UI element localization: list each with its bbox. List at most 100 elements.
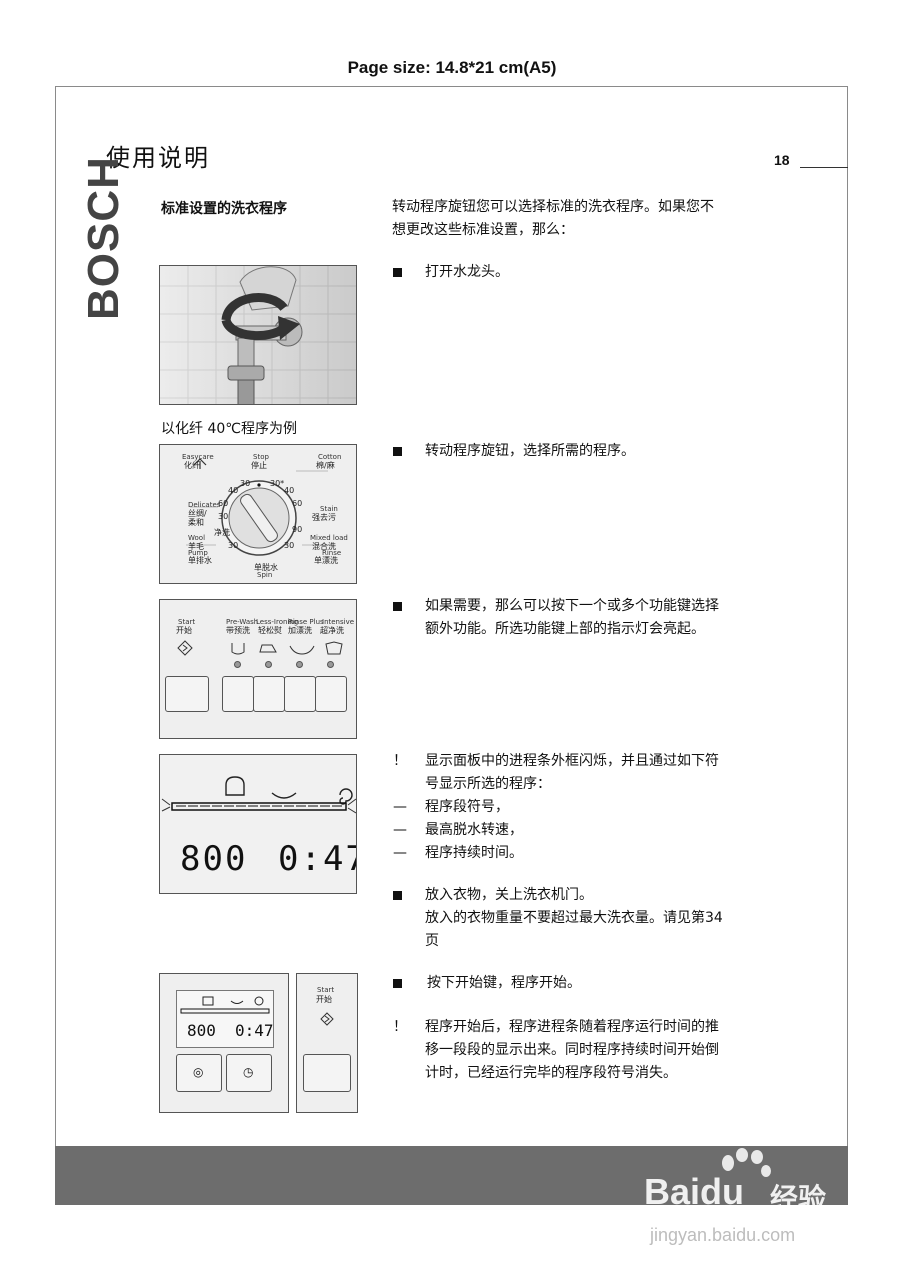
intensive-icon bbox=[325, 641, 343, 655]
dial-pump-en: Pump bbox=[188, 549, 208, 557]
rinse-plus-icon bbox=[289, 645, 315, 655]
dial-temp-30a: 30 bbox=[240, 479, 251, 488]
display-panel: 800 0:47 bbox=[159, 754, 357, 894]
baidu-watermark: Baidu 经验 jingyan.baidu.com bbox=[640, 1145, 850, 1255]
dial-drawing bbox=[186, 458, 332, 556]
tap-drawing bbox=[160, 266, 356, 404]
dial-delicates-en: Delicates bbox=[188, 501, 221, 509]
prewash-indicator bbox=[234, 661, 241, 668]
watermark-bai: Bai bbox=[644, 1171, 701, 1212]
start-panel: Start 开始 bbox=[296, 973, 358, 1113]
spin-icon: ◎ bbox=[193, 1065, 204, 1079]
page-number: 18 bbox=[774, 152, 790, 168]
less-ironing-button[interactable] bbox=[253, 676, 285, 712]
function-icons bbox=[231, 641, 343, 655]
intro-line-1: 转动程序旋钮您可以选择标准的洗衣程序。如果您不 bbox=[392, 199, 714, 215]
watermark-url: jingyan.baidu.com bbox=[650, 1225, 796, 1245]
dial-mixed-cn: 混合洗 bbox=[312, 542, 336, 551]
step-2-text: 转动程序旋钮，选择所需的程序。 bbox=[425, 443, 635, 459]
prewash-label-en: Pre-Wash bbox=[226, 618, 259, 626]
dial-stop-en: Stop bbox=[253, 453, 269, 461]
prewash-label-cn: 带预洗 bbox=[226, 626, 250, 635]
wash-segment-icon bbox=[271, 792, 297, 799]
note-2-line-3: 计时，已经运行完毕的程序段符号消失。 bbox=[425, 1065, 677, 1081]
bosch-logo: BOSCH bbox=[79, 156, 128, 320]
timer-select-button[interactable]: ◷ bbox=[226, 1054, 272, 1092]
page-number-rule bbox=[800, 167, 848, 168]
bullet-3 bbox=[393, 602, 402, 611]
display-drawing bbox=[161, 776, 356, 814]
note-1-mark: ！ bbox=[393, 753, 407, 769]
step-1-text: 打开水龙头。 bbox=[425, 264, 509, 280]
spin-segment-icon bbox=[339, 788, 353, 805]
rinseplus-label-en: Rinse Plus bbox=[288, 618, 324, 626]
rinse-plus-button[interactable] bbox=[284, 676, 316, 712]
duration-readout: 0:47 bbox=[278, 839, 356, 879]
prewash-icon bbox=[231, 643, 245, 655]
step-3-line-2: 额外功能。所选功能键上部的指示灯会亮起。 bbox=[425, 621, 705, 637]
dial-cotton-cn: 棉/麻 bbox=[316, 461, 335, 470]
dash-2: — bbox=[393, 822, 407, 838]
bullet-4 bbox=[393, 891, 402, 900]
intensive-button[interactable] bbox=[315, 676, 347, 712]
footer-bar bbox=[55, 1146, 848, 1205]
dial-cotton-en: Cotton bbox=[318, 453, 342, 461]
page-title: 使用说明 bbox=[106, 144, 210, 172]
tap-illustration bbox=[159, 265, 357, 405]
bullet-2 bbox=[393, 447, 402, 456]
start-label-en: Start bbox=[178, 618, 196, 626]
intro-paragraph: 转动程序旋钮您可以选择标准的洗衣程序。如果您不 想更改这些标准设置，那么： bbox=[392, 196, 714, 242]
step-4-line-2: 放入的衣物重量不要超过最大洗衣量。请见第34 bbox=[425, 910, 723, 926]
prewash-segment-icon bbox=[225, 776, 245, 796]
start-icon bbox=[177, 640, 193, 656]
dial-temp-30c: 30 bbox=[228, 541, 239, 550]
start-label-cn: 开始 bbox=[176, 626, 192, 635]
dial-temp-30s: 30* bbox=[270, 479, 285, 488]
mini-duration-readout: 0:47 bbox=[235, 1021, 274, 1040]
bullet-1 bbox=[393, 268, 402, 277]
less-ironing-icon bbox=[259, 644, 277, 653]
dial-delicates-cn1: 丝绸/ bbox=[188, 509, 207, 518]
dial-temp-60a: 60 bbox=[218, 499, 229, 508]
page-size-note: Page size: 14.8*21 cm(A5) bbox=[347, 58, 557, 77]
dial-temp-40: 40 bbox=[228, 486, 239, 495]
program-dial-panel: Easycare 化纤 Stop 停止 Cotton 棉/麻 Delicates… bbox=[159, 444, 357, 584]
note-1-line-1: 显示面板中的进程条外框闪烁，并且通过如下符 bbox=[425, 753, 719, 769]
spin-speed-readout: 800 bbox=[180, 839, 248, 879]
dial-rinse-en: Rinse bbox=[322, 549, 342, 557]
spin-select-button[interactable]: ◎ bbox=[176, 1054, 222, 1092]
note-2-line-2: 移一段段的显示出来。同时程序持续时间开始倒 bbox=[425, 1042, 719, 1058]
mini-start-icon bbox=[320, 1012, 334, 1026]
dial-stain-en: Stain bbox=[320, 505, 338, 513]
watermark-brand: Baidu bbox=[644, 1171, 744, 1213]
example-caption: 以化纤 40℃程序为例 bbox=[161, 421, 297, 437]
dash-1: — bbox=[393, 799, 407, 815]
dial-temp-60b: 60 bbox=[292, 499, 303, 508]
dial-temp-30d: 30 bbox=[284, 541, 295, 550]
intro-line-2: 想更改这些标准设置，那么： bbox=[392, 222, 574, 238]
dial-temp-30b: 30 bbox=[218, 512, 229, 521]
dial-rinse-label: 净洗 bbox=[214, 528, 230, 537]
dial-rinse-cn: 单漂洗 bbox=[314, 556, 338, 565]
running-display-panel: 800 0:47 ◎ ◷ bbox=[159, 973, 289, 1113]
lessiron-label-en: Less-Ironing bbox=[256, 618, 299, 626]
dash-item-2: 最高脱水转速， bbox=[425, 822, 523, 838]
watermark-cn: 经验 bbox=[770, 1182, 827, 1215]
dial-wool-cn: 羊毛 bbox=[188, 542, 204, 551]
bullet-5 bbox=[393, 979, 402, 988]
note-2-text: 程序开始后，程序进程条随着程序运行时间的推 移一段段的显示出来。同时程序持续时间… bbox=[425, 1016, 719, 1085]
step-3-line-1: 如果需要，那么可以按下一个或多个功能键选择 bbox=[425, 598, 719, 614]
dial-pump-cn: 单排水 bbox=[188, 556, 212, 565]
lessiron-label-cn: 轻松熨 bbox=[258, 626, 282, 635]
start-button[interactable] bbox=[165, 676, 209, 712]
intensive-indicator bbox=[327, 661, 334, 668]
prewash-button[interactable] bbox=[222, 676, 254, 712]
note-1-text: 显示面板中的进程条外框闪烁，并且通过如下符 号显示所选的程序： bbox=[425, 750, 719, 796]
section-heading: 标准设置的洗衣程序 bbox=[161, 201, 287, 217]
intensive-label-cn: 超净洗 bbox=[320, 626, 344, 635]
step-5-text: 按下开始键，程序开始。 bbox=[427, 975, 581, 991]
note-2-line-1: 程序开始后，程序进程条随着程序运行时间的推 bbox=[425, 1019, 719, 1035]
watermark-du: du bbox=[700, 1171, 745, 1212]
rinseplus-indicator bbox=[296, 661, 303, 668]
mini-start-button[interactable] bbox=[303, 1054, 351, 1092]
